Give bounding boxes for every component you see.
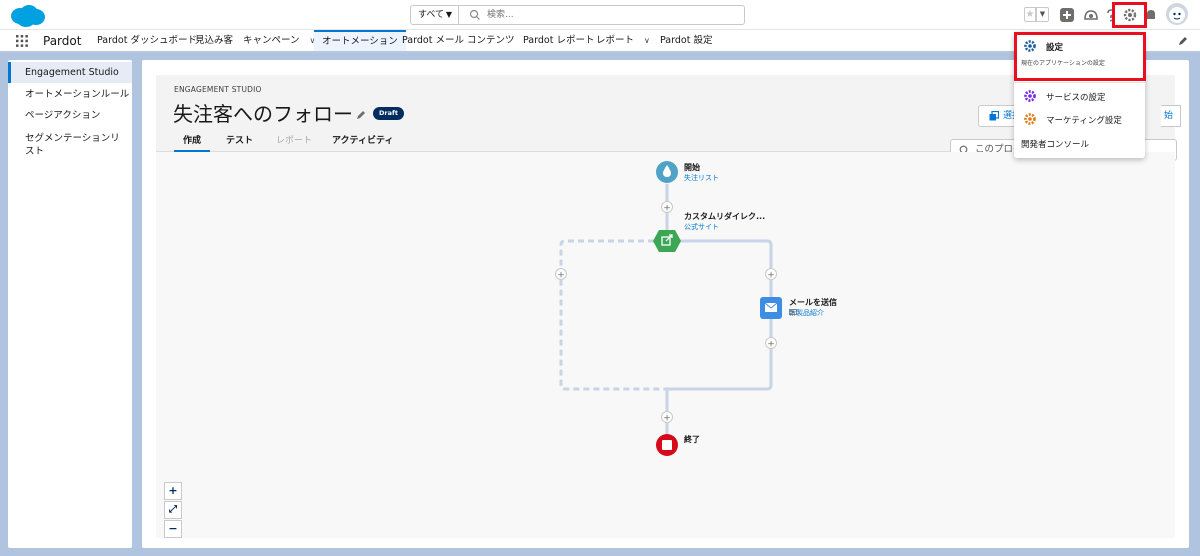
avatar-astro-icon: [1169, 7, 1185, 23]
tab-reports: レポート: [276, 136, 313, 146]
menu-divider: [1014, 82, 1145, 83]
trailhead-icon[interactable]: [1082, 6, 1100, 24]
nav-item-pardot-dashboard[interactable]: Pardot ダッシュボード: [97, 35, 197, 46]
add-step-icon[interactable]: +: [765, 268, 777, 281]
favorite-star-icon[interactable]: ★: [1024, 7, 1036, 22]
tab-build[interactable]: 作成: [174, 134, 210, 152]
flow-connector-yes-branch: [667, 239, 773, 391]
email-node-template-link[interactable]: 新製品紹介: [789, 308, 824, 318]
program-canvas[interactable]: + + + + +: [156, 152, 1175, 538]
email-node-template-label: 新製品紹介: [789, 309, 824, 317]
caret-down-icon: ▼: [445, 10, 452, 19]
nav-item-pardot-email[interactable]: Pardot メール: [402, 35, 464, 46]
global-header: すべて ▼ ★ ▼: [0, 0, 1200, 30]
nav-item-pardot-reports[interactable]: Pardot レポート: [523, 35, 595, 46]
zoom-in-button[interactable]: +: [164, 482, 182, 500]
setup-gear-highlight: [1112, 2, 1147, 28]
marketing-setup-gear-icon: [1024, 113, 1036, 125]
notification-bell-icon[interactable]: [1142, 6, 1160, 24]
search-input[interactable]: [487, 7, 737, 23]
app-nav-bar: Pardot Pardot ダッシュボード 見込み客 キャンペーン ∨ オートメー…: [0, 30, 1200, 53]
edit-nav-pencil-icon[interactable]: [1178, 36, 1188, 46]
sidebar-item-automation-rules[interactable]: オートメーションルール: [25, 89, 130, 100]
menu-item-setup[interactable]: 設定: [1046, 43, 1064, 53]
setup-menu-dropdown: 設定 現在のアプリケーションの設定 サービスの設定 マーケティング設定 開発者コ…: [1014, 32, 1145, 158]
search-scope-select[interactable]: すべて ▼: [410, 5, 459, 25]
nav-item-reports-label: レポート: [596, 35, 635, 46]
flow-diagram: + + + + +: [555, 161, 782, 456]
select-button-label: 選択: [1003, 111, 1022, 121]
start-button[interactable]: 始: [1161, 105, 1181, 127]
edit-title-pencil-icon[interactable]: [356, 110, 366, 120]
flow-connector-no-branch: [559, 239, 667, 391]
send-email-node-icon[interactable]: [760, 297, 782, 319]
chevron-down-icon[interactable]: ∨: [309, 36, 316, 45]
menu-item-setup-description: 現在のアプリケーションの設定: [1021, 60, 1105, 67]
search-icon: [469, 9, 480, 20]
menu-item-marketing-setup[interactable]: マーケティング設定: [1046, 116, 1122, 126]
add-step-icon[interactable]: +: [555, 268, 567, 281]
svg-text:+: +: [663, 414, 671, 424]
svg-text:+: +: [767, 271, 775, 281]
nav-item-reports[interactable]: レポート ∨: [596, 30, 650, 51]
tab-test[interactable]: テスト: [226, 136, 254, 146]
sidebar-item-page-actions[interactable]: ページアクション: [25, 110, 101, 121]
add-step-icon[interactable]: +: [661, 411, 673, 424]
app-launcher-icon[interactable]: [16, 35, 28, 47]
chevron-down-icon[interactable]: ∨: [644, 36, 650, 45]
salesforce-logo[interactable]: [8, 4, 46, 28]
custom-redirect-node-icon[interactable]: [653, 230, 681, 252]
add-icon[interactable]: [1058, 6, 1076, 24]
app-name: Pardot: [43, 34, 82, 48]
email-node-label: メールを送信: [789, 298, 837, 307]
add-step-icon[interactable]: +: [661, 201, 673, 214]
program-search-placeholder: このプログラム: [975, 144, 1042, 155]
tab-activity[interactable]: アクティビティ: [332, 136, 394, 146]
start-node-label: 開始: [684, 163, 700, 172]
status-badge: Draft: [373, 107, 404, 120]
avatar[interactable]: [1166, 3, 1188, 25]
global-search[interactable]: [458, 5, 745, 25]
redirect-node-label: カスタムリダイレク...: [684, 212, 766, 221]
nav-item-automation[interactable]: オートメーション: [314, 30, 406, 51]
end-node-label: 終了: [684, 435, 700, 444]
camera-preview-icon[interactable]: [789, 308, 797, 315]
favorites-caret-icon[interactable]: ▼: [1036, 7, 1049, 22]
setup-gear-icon[interactable]: [1121, 6, 1139, 24]
menu-item-developer-console[interactable]: 開発者コンソール: [1021, 140, 1090, 150]
sidebar-item-engagement-studio[interactable]: Engagement Studio: [8, 62, 132, 83]
redirect-node-link[interactable]: 公式サイト: [684, 223, 719, 231]
nav-item-content[interactable]: コンテンツ: [467, 35, 515, 46]
copy-icon: [989, 111, 999, 121]
automation-sidebar: Engagement Studio オートメーションルール ページアクション セ…: [8, 60, 132, 548]
add-step-icon[interactable]: +: [765, 337, 777, 350]
start-node-list-link[interactable]: 失注リスト: [684, 174, 719, 182]
service-setup-gear-icon: [1024, 90, 1036, 102]
nav-item-campaigns-label: キャンペーン: [243, 35, 300, 46]
zoom-out-button[interactable]: −: [164, 520, 182, 538]
page-title: 失注客へのフォロー: [173, 102, 353, 126]
nav-item-prospects[interactable]: 見込み客: [195, 35, 234, 46]
setup-gear-icon: [1024, 40, 1036, 52]
search-scope-label: すべて: [418, 10, 445, 20]
start-node-icon[interactable]: [656, 161, 678, 183]
sidebar-item-segmentation-lists[interactable]: セグメンテーションリスト: [25, 133, 120, 157]
svg-text:+: +: [663, 204, 671, 214]
nav-item-campaigns[interactable]: キャンペーン ∨: [243, 30, 315, 51]
zoom-fit-button[interactable]: ⤢: [164, 501, 182, 519]
start-button-label: 始: [1164, 111, 1174, 121]
menu-item-service-setup[interactable]: サービスの設定: [1046, 93, 1106, 103]
svg-text:+: +: [557, 271, 565, 281]
svg-text:+: +: [767, 340, 775, 350]
end-node-icon[interactable]: [656, 434, 678, 456]
page-eyebrow: ENGAGEMENT STUDIO: [174, 85, 262, 94]
setup-menu-highlight: [1014, 32, 1146, 81]
nav-item-pardot-settings[interactable]: Pardot 設定: [660, 35, 713, 46]
